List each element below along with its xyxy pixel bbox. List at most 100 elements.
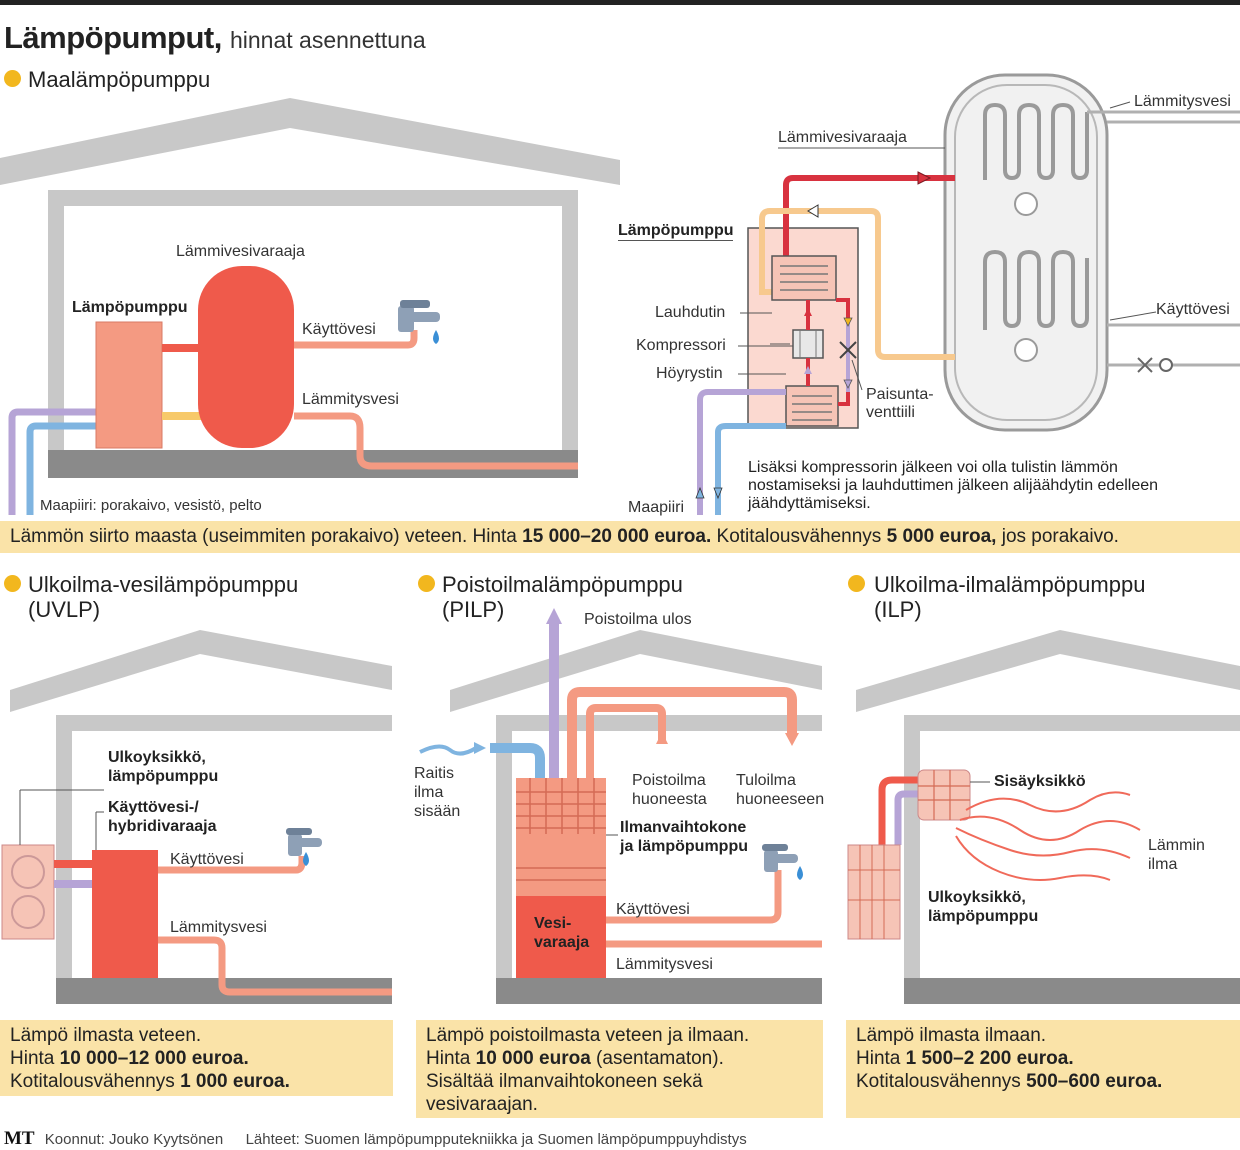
- ilp-box-line1: Lämpö ilmasta ilmaan.: [856, 1025, 1047, 1046]
- leader-line: [618, 240, 733, 241]
- label-condenser: Lauhdutin: [655, 304, 726, 321]
- pilp-faucet-icon: [762, 844, 803, 880]
- label-exhaust-room-2: huoneesta: [632, 791, 707, 808]
- label-evaporator: Höyrystin: [656, 365, 723, 382]
- label-compressor: Kompressori: [636, 337, 726, 354]
- schematic-tank: [943, 73, 1109, 432]
- heading-ilp-line1: Ulkoilma-ilmalämpöpumppu: [874, 572, 1146, 597]
- label-pilp-tank-2: varaaja: [534, 934, 590, 951]
- uvlp-leader-lines: [19, 789, 104, 850]
- band-price: 15 000–20 000 euroa.: [522, 526, 712, 547]
- bullet-dot: [4, 70, 21, 87]
- ilp-price-box: Lämpö ilmasta ilmaan. Hinta 1 500–2 200 …: [846, 1020, 1240, 1118]
- uvlp-price-box: Lämpö ilmasta veteen. Hinta 10 000–12 00…: [0, 1020, 393, 1096]
- label-ilp-indoor-unit: Sisäyksikkö: [994, 773, 1086, 790]
- top-rule: [0, 0, 1240, 5]
- label-pilp-tap-water: Käyttövesi: [616, 901, 690, 918]
- label-uvlp-tank: Käyttövesi-/ hybridivaraaja: [108, 798, 217, 836]
- pilp-price: 10 000 euroa: [475, 1048, 591, 1069]
- label-fresh-air: Raitis ilma sisään: [414, 764, 460, 821]
- label-heating-water-left: Lämmitysvesi: [302, 391, 399, 408]
- label-supply-air-2: huoneeseen: [736, 791, 825, 808]
- bullet-dot: [418, 575, 435, 592]
- label-pump-right: Lämpöpumppu: [618, 222, 734, 239]
- schematic-note: Lisäksi kompressorin jälkeen voi olla tu…: [748, 459, 1159, 512]
- uvlp-deduction-prefix: Kotitalousvähennys: [10, 1071, 181, 1092]
- heading-uvlp: Ulkoilma-vesilämpöpumppu (UVLP): [28, 572, 298, 622]
- pipe-pump-tank-return: [162, 412, 202, 420]
- heading-uvlp-line2: (UVLP): [28, 597, 101, 622]
- schematic-leader-lines: [738, 101, 1157, 391]
- heading-pilp: Poistoilmalämpöpumppu (PILP): [442, 572, 683, 622]
- title-sub: hinnat asennettuna: [229, 27, 426, 53]
- label-ilp-outdoor-unit: Ulkoyksikkö, lämpöpumppu: [928, 888, 1038, 926]
- heading-ilp: Ulkoilma-ilmalämpöpumppu (ILP): [874, 572, 1145, 622]
- pilp-price-box: Lämpö poistoilmasta veteen ja ilmaan. Hi…: [416, 1020, 823, 1118]
- heading-ilp-line2: (ILP): [874, 597, 922, 622]
- uvlp-faucet-icon: [286, 828, 322, 866]
- uvlp-deduction: 1 000 euroa.: [180, 1071, 290, 1092]
- ground-loop-pipes-left: [8, 408, 96, 515]
- label-expansion-valve-1: Paisunta-: [866, 386, 934, 403]
- band-text-1: Lämmön siirto maasta (useimmiten porakai…: [10, 526, 523, 547]
- label-supply-air: Tuloilma huoneeseen: [736, 771, 824, 809]
- label-warm-air-2: ilma: [1148, 856, 1178, 873]
- ilp-house: [856, 630, 1240, 1004]
- ground-hot-water-tank: [198, 266, 294, 448]
- schematic-hot-pipe: [783, 175, 955, 270]
- ground-pump-unit: [95, 321, 163, 449]
- ground-price-text: Lämmön siirto maasta (useimmiten porakai…: [10, 526, 1119, 548]
- pilp-water-tank: [516, 896, 606, 978]
- pilp-price-suffix: (asentamaton).: [590, 1048, 724, 1069]
- uvlp-box-line1: Lämpö ilmasta veteen.: [10, 1025, 202, 1046]
- pilp-house: [450, 630, 822, 1004]
- label-pilp-heating-water: Lämmitysvesi: [616, 956, 713, 973]
- bullet-dot: [4, 575, 21, 592]
- label-uvlp-outdoor-unit: Ulkoyksikkö, lämpöpumppu: [108, 748, 218, 786]
- uvlp-tank: [92, 850, 158, 978]
- faucet-icon: [398, 300, 440, 344]
- ilp-indoor-unit: [917, 769, 971, 821]
- ground-price-band: [0, 521, 1240, 553]
- label-uvlp-tank-2: hybridivaraaja: [108, 818, 217, 835]
- label-uvlp-outdoor-2: lämpöpumppu: [108, 768, 219, 785]
- label-uvlp-heating-water: Lämmitysvesi: [170, 919, 267, 936]
- band-deduction: 5 000 euroa,: [886, 526, 997, 547]
- page-title: Lämpöpumput, hinnat asennettuna: [4, 20, 426, 56]
- label-fresh-air-1: Raitis: [414, 765, 455, 782]
- compressor-icon: [770, 329, 824, 359]
- label-warm-air-1: Lämmin: [1148, 837, 1205, 854]
- label-pump-left: Lämpöpumppu: [72, 299, 188, 316]
- pipe-pump-tank-hot: [162, 344, 202, 352]
- schematic-condenser: [771, 255, 837, 301]
- footer-sources: Lähteet: Suomen lämpöpumpputekniikka ja …: [245, 1131, 747, 1148]
- ilp-deduction: 500–600 euroa.: [1026, 1071, 1163, 1092]
- pilp-price-prefix: Hinta: [426, 1048, 476, 1069]
- label-ground-loop-left: Maapiiri: porakaivo, vesistö, pelto: [40, 497, 262, 514]
- label-exhaust-room-1: Poistoilma: [632, 772, 706, 789]
- uvlp-price: 10 000–12 000 euroa.: [59, 1048, 249, 1069]
- uvlp-price-prefix: Hinta: [10, 1048, 60, 1069]
- footer-author: Koonnut: Jouko Kyytsönen: [44, 1131, 224, 1148]
- label-pilp-tank: Vesi- varaaja: [534, 914, 589, 952]
- label-tap-water-right: Käyttövesi: [1156, 301, 1230, 318]
- label-uvlp-tap-water: Käyttövesi: [170, 851, 244, 868]
- ground-loop-pipes-right: [697, 389, 786, 515]
- heading-uvlp-line1: Ulkoilma-vesilämpöpumppu: [28, 572, 299, 597]
- ilp-price-prefix: Hinta: [856, 1048, 906, 1069]
- label-pilp-tank-1: Vesi-: [534, 915, 572, 932]
- label-tank-right: Lämmivesivaraaja: [778, 129, 907, 146]
- band-text-3: jos porakaivo.: [996, 526, 1119, 547]
- label-ilp-outdoor-2: lämpöpumppu: [928, 908, 1039, 925]
- heading-pilp-line2: (PILP): [442, 597, 505, 622]
- pilp-box-line3: Sisältää ilmanvaihtokoneen sekä: [426, 1071, 703, 1092]
- uvlp-outdoor-unit: [1, 844, 55, 940]
- pilp-box-line1: Lämpö poistoilmasta veteen ja ilmaan.: [426, 1025, 750, 1046]
- label-supply-air-1: Tuloilma: [736, 772, 796, 789]
- bullet-dot: [848, 575, 865, 592]
- schematic-tank-pipes: [1087, 110, 1240, 367]
- label-pilp-unit: Ilmanvaihtokone ja lämpöpumppu: [620, 818, 748, 856]
- band-text-2: Kotitalousvähennys: [711, 526, 887, 547]
- label-tap-water-left: Käyttövesi: [302, 321, 376, 338]
